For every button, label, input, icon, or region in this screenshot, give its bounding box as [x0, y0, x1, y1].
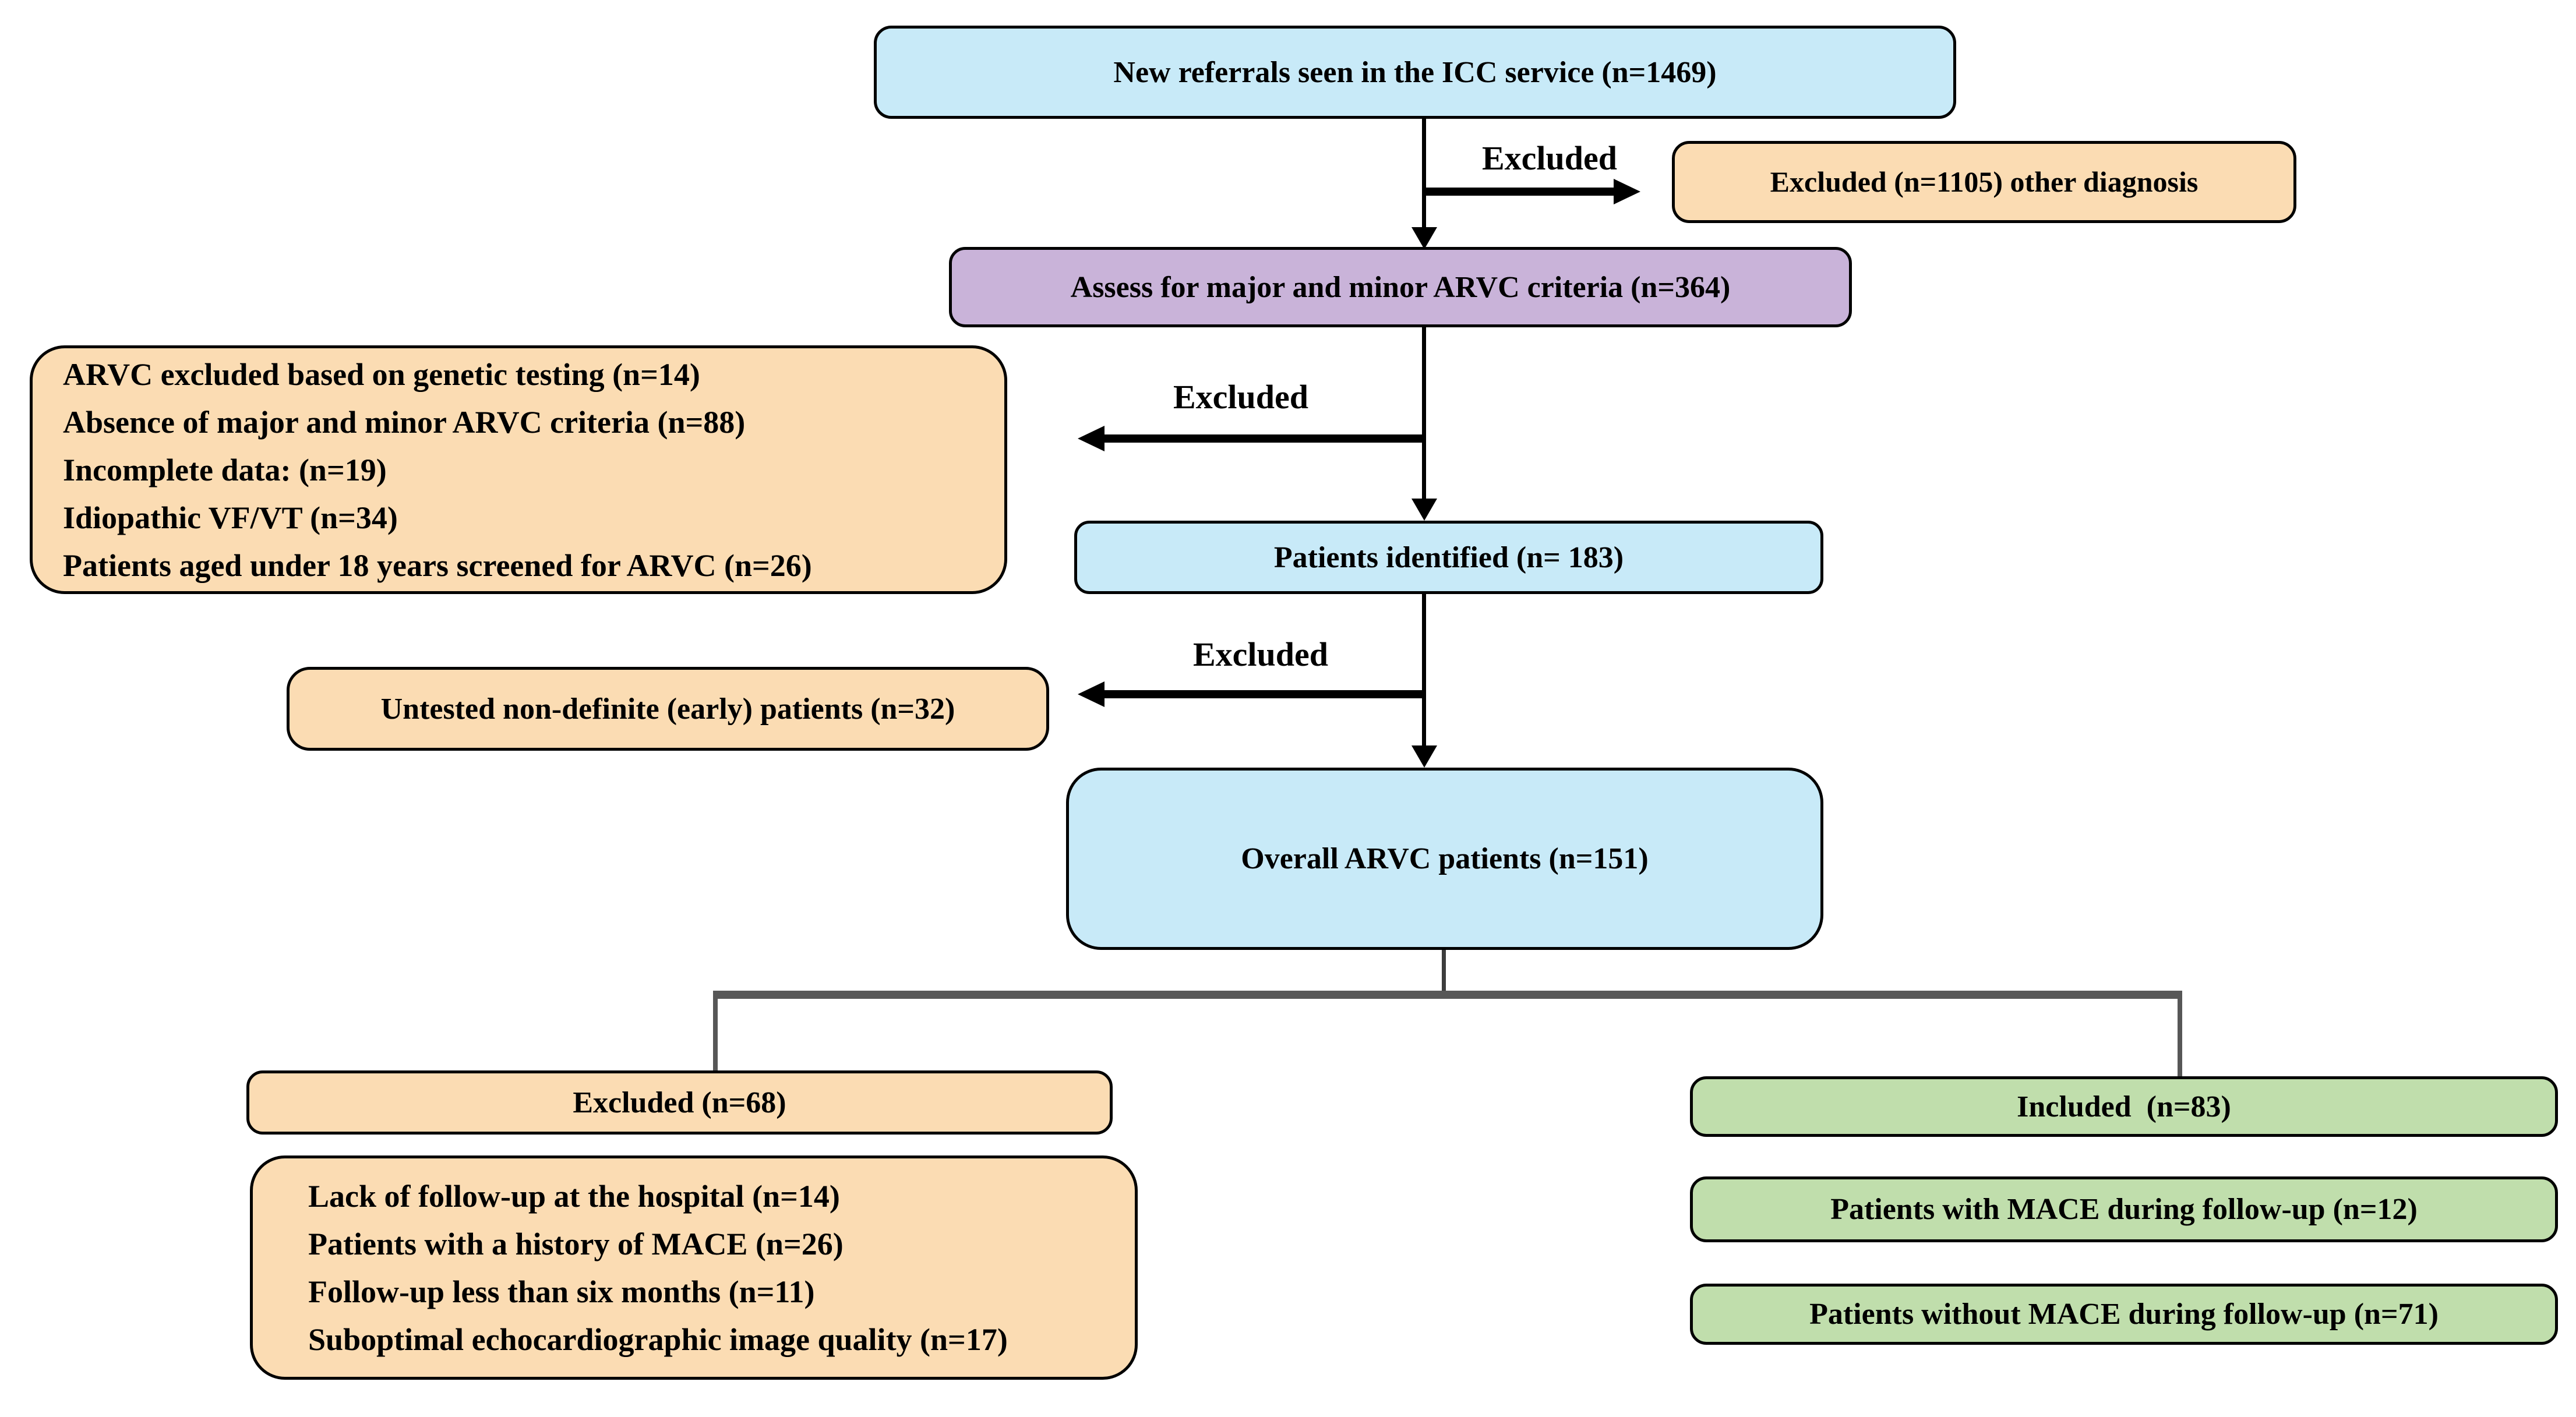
arrowhead-right-icon	[1614, 179, 1640, 204]
included-83-box: Included (n=83)	[1690, 1076, 2558, 1137]
excluded-label-2: Excluded	[1173, 378, 1309, 416]
exclusion-reason-line: Follow-up less than six months (n=11)	[308, 1274, 815, 1309]
mace-with-label: Patients with MACE during follow-up (n=1…	[1830, 1193, 2418, 1226]
exclusion-reason-line: ARVC excluded based on genetic testing (…	[63, 356, 700, 392]
arrowhead-down-icon	[1411, 499, 1437, 521]
exclusion-reason-line: Incomplete data: (n=19)	[63, 452, 387, 487]
assess-criteria-box: Assess for major and minor ARVC criteria…	[949, 247, 1852, 327]
connector-line	[1422, 594, 1426, 747]
overall-arvc-label: Overall ARVC patients (n=151)	[1241, 842, 1649, 875]
connector-line	[1422, 119, 1426, 228]
exclusion-reason-line: Patients with a history of MACE (n=26)	[308, 1226, 844, 1261]
excluded-label-3: Excluded	[1192, 635, 1329, 673]
arrowhead-down-icon	[1411, 745, 1437, 768]
arrowhead-down-icon	[1411, 227, 1437, 249]
connector-line	[1422, 327, 1426, 500]
untested-patients-label: Untested non-definite (early) patients (…	[380, 692, 955, 726]
excluded-other-diagnosis-box: Excluded (n=1105) other diagnosis	[1672, 141, 2296, 223]
followup-exclusions-box: Lack of follow-up at the hospital (n=14)…	[250, 1155, 1138, 1380]
branch-horizontal-line	[713, 991, 2182, 999]
excluded-68-label: Excluded (n=68)	[573, 1086, 786, 1119]
referrals-label: New referrals seen in the ICC service (n…	[1113, 55, 1717, 89]
exclusion-reason-line: Absence of major and minor ARVC criteria…	[63, 404, 746, 440]
branch-right-drop-line	[2178, 991, 2182, 1076]
patients-identified-label: Patients identified (n= 183)	[1273, 540, 1624, 574]
arrowhead-left-icon	[1078, 681, 1104, 707]
exclusion-reason-line: Lack of follow-up at the hospital (n=14)	[308, 1178, 840, 1214]
excluded-label-1: Excluded	[1481, 139, 1618, 177]
criteria-exclusions-box: ARVC excluded based on genetic testing (…	[30, 345, 1007, 594]
included-83-label: Included (n=83)	[2017, 1090, 2231, 1123]
mace-with-box: Patients with MACE during follow-up (n=1…	[1690, 1176, 2558, 1242]
exclusion-reason-line: Idiopathic VF/VT (n=34)	[63, 500, 398, 535]
arrowhead-left-icon	[1078, 426, 1104, 451]
excluded-arrow-3	[1104, 690, 1422, 698]
excluded-arrow-1	[1426, 188, 1614, 196]
exclusion-reason-line: Suboptimal echocardiographic image quali…	[308, 1321, 1008, 1357]
excluded-other-diagnosis-label: Excluded (n=1105) other diagnosis	[1770, 165, 2199, 199]
overall-arvc-box: Overall ARVC patients (n=151)	[1066, 768, 1823, 950]
assess-criteria-label: Assess for major and minor ARVC criteria…	[1070, 270, 1731, 304]
branch-left-drop-line	[713, 991, 718, 1070]
branch-stem-line	[1442, 950, 1446, 995]
untested-patients-box: Untested non-definite (early) patients (…	[287, 667, 1049, 751]
excluded-68-box: Excluded (n=68)	[246, 1070, 1113, 1135]
patients-identified-box: Patients identified (n= 183)	[1074, 521, 1823, 594]
mace-without-box: Patients without MACE during follow-up (…	[1690, 1284, 2558, 1345]
exclusion-reason-line: Patients aged under 18 years screened fo…	[63, 547, 812, 583]
excluded-arrow-2	[1104, 434, 1422, 443]
mace-without-label: Patients without MACE during follow-up (…	[1809, 1298, 2439, 1331]
referrals-box: New referrals seen in the ICC service (n…	[874, 26, 1956, 119]
